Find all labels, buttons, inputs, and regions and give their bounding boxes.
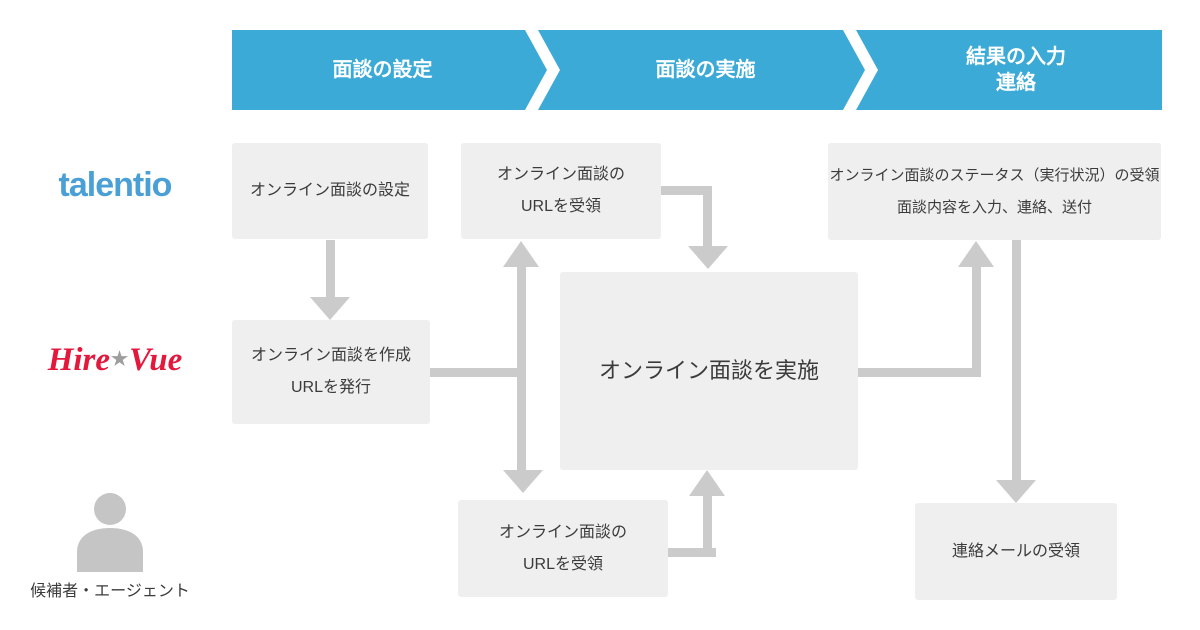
box-text-line1: オンライン面談のステータス（実行状況）の受領: [829, 167, 1160, 184]
star-icon: ★: [111, 348, 129, 370]
phase-bar: 面談の設定 面談の実施 結果の入力 連絡: [232, 30, 1162, 110]
arrow-head: [958, 241, 994, 267]
box-text-line2: URLを受領: [520, 198, 601, 215]
phase-result-input: 結果の入力 連絡: [856, 30, 1162, 110]
phase-label-line1: 結果の入力: [966, 46, 1066, 68]
box-text: オンライン面談の設定: [249, 182, 410, 199]
box-text-line1: オンライン面談の: [498, 523, 627, 541]
box-text: オンライン面談を実施: [598, 358, 819, 383]
arrow-shaft: [858, 368, 981, 377]
arrow-head: [689, 470, 725, 496]
arrow-shaft: [1012, 240, 1021, 482]
talentio-logo: talentio: [30, 166, 200, 205]
box-text-line2: 面談内容を入力、連絡、送付: [896, 198, 1092, 216]
hirevue-logo-vue: Vue: [129, 342, 183, 378]
box-receive-url-candidate: オンライン面談の URLを受領: [458, 500, 668, 597]
arrow-head: [310, 297, 350, 320]
box-text-line1: オンライン面談を作成: [250, 347, 411, 364]
arrow-shaft: [661, 186, 712, 195]
phase-label-line2: 連絡: [996, 72, 1036, 94]
box-setup-interview: オンライン面談の設定: [232, 143, 428, 239]
arrow-shaft: [326, 240, 335, 298]
person-icon: [72, 490, 148, 572]
box-text-line2: URLを受領: [522, 555, 603, 573]
arrow-shaft: [668, 548, 716, 557]
box-text-line1: オンライン面談の: [496, 166, 625, 183]
hirevue-logo: Hire★Vue: [30, 342, 200, 379]
phase-interview-setup: 面談の設定: [232, 30, 547, 110]
box-text: 連絡メールの受領: [951, 542, 1080, 560]
arrow-shaft: [430, 368, 525, 377]
arrow-head: [996, 480, 1036, 503]
box-receive-status: オンライン面談のステータス（実行状況）の受領 面談内容を入力、連絡、送付: [828, 143, 1161, 240]
arrow-shaft: [972, 262, 981, 377]
arrow-shaft: [703, 493, 712, 557]
candidate-agent-label: 候補者・エージェント: [30, 583, 190, 600]
arrow-head: [503, 470, 543, 493]
box-receive-url-talentio: オンライン面談の URLを受領: [461, 143, 661, 239]
hirevue-logo-hire: Hire: [47, 342, 111, 378]
box-receive-mail: 連絡メールの受領: [915, 503, 1117, 600]
arrow-shaft: [703, 186, 712, 247]
arrow-head: [503, 241, 539, 267]
arrow-shaft: [517, 265, 526, 472]
phase-label: 面談の設定: [332, 59, 433, 81]
box-text-line2: URLを発行: [290, 379, 371, 396]
box-conduct-interview: オンライン面談を実施: [560, 272, 858, 470]
phase-label: 面談の実施: [655, 59, 756, 81]
arrow-head: [688, 246, 728, 269]
talentio-logo-text: talentio: [58, 166, 173, 204]
box-create-interview: オンライン面談を作成 URLを発行: [232, 320, 430, 424]
phase-interview-conduct: 面談の実施: [538, 30, 865, 110]
